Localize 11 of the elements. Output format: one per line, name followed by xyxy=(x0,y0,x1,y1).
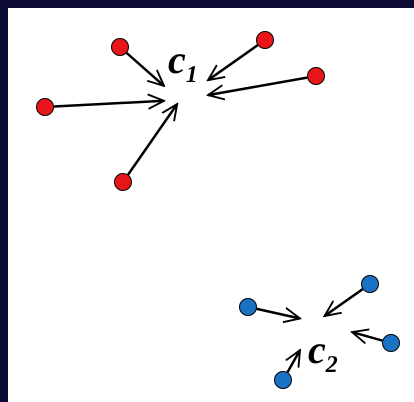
centroid-label: c$_{1}$ xyxy=(164,40,208,104)
arrow xyxy=(207,44,258,82)
arrow xyxy=(126,52,165,87)
arrow xyxy=(256,306,301,324)
centroid-label: c$_{2}$ xyxy=(300,316,352,374)
arrow xyxy=(127,103,178,176)
arrow xyxy=(351,328,383,344)
arrow xyxy=(207,76,308,100)
arrow xyxy=(324,288,364,318)
arrow xyxy=(284,349,302,373)
arrow xyxy=(54,93,165,110)
